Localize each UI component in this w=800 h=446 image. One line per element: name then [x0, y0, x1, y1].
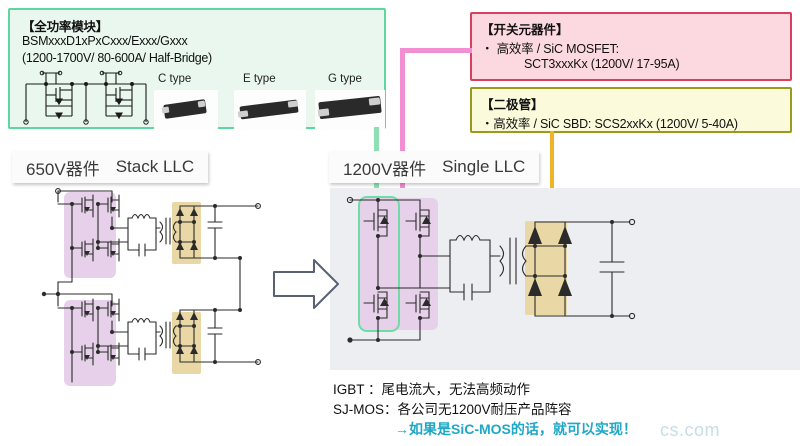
transition-arrow-icon [273, 259, 339, 309]
left-topology-label: Stack LLC [115, 157, 195, 176]
connector-pink-horizontal [400, 48, 472, 53]
package-photo-e [234, 90, 306, 129]
note-sjmos: SJ-MOS：各公司无1200V耐压产品阵容 [333, 402, 572, 417]
switch-box-title: 【开关元器件】 [481, 23, 569, 37]
left-voltage-label: 650V器件 [26, 159, 100, 179]
section-title-650v: 650V器件 Stack LLC [12, 151, 209, 183]
highlight-module-outline-right [358, 196, 400, 332]
package-photo-c [154, 90, 218, 129]
section-title-1200v: 1200V器件 Single LLC [329, 151, 540, 183]
diode-box-title: 【二极管】 [481, 98, 544, 112]
module-title: 【全功率模块】 [22, 20, 109, 34]
diode-box-line1: ・高效率 / SiC SBD: SCS2xxKx (1200V/ 5-40A) [481, 117, 738, 131]
power-module-callout: 【全功率模块】 BSMxxxD1xPxCxxx/Exxx/Gxxx (1200-… [8, 8, 386, 129]
package-photo-g [315, 90, 385, 129]
module-rating: (1200-1700V/ 80-600A/ Half-Bridge) [22, 51, 212, 65]
half-bridge-schematic-icon [23, 70, 149, 125]
module-part-number: BSMxxxD1xPxCxxx/Exxx/Gxxx [22, 34, 188, 48]
connector-pink-vertical [400, 48, 405, 204]
highlight-mosfets-upper-left [64, 192, 116, 278]
watermark-text: cs.com [660, 420, 721, 440]
switch-box-line2: SCT3xxxKx (1200V/ 17-95A) [524, 57, 680, 71]
right-topology-label: Single LLC [442, 157, 526, 176]
package-label-e: E type [243, 73, 276, 85]
right-voltage-label: 1200V器件 [343, 159, 427, 179]
highlight-rectifier-upper-left [172, 202, 201, 264]
single-llc-schematic [346, 196, 636, 343]
switch-box-line1: ・ 高效率 / SiC MOSFET: [481, 42, 619, 56]
connector-yellow-vertical [550, 131, 554, 222]
package-label-c: C type [158, 73, 192, 85]
stack-llc-schematic [41, 188, 261, 383]
diode-callout: 【二极管】 ・高效率 / SiC SBD: SCS2xxKx (1200V/ 5… [470, 87, 792, 133]
note-conclusion: →如果是SiC-MOS的话，就可以实现！ [395, 421, 637, 437]
package-label-g: G type [328, 73, 362, 85]
switching-device-callout: 【开关元器件】 ・ 高效率 / SiC MOSFET: SCT3xxxKx (1… [470, 12, 792, 81]
note-igbt: IGBT ：尾电流大，无法高频动作 [333, 382, 531, 397]
highlight-rectifier-lower-left [172, 312, 201, 374]
